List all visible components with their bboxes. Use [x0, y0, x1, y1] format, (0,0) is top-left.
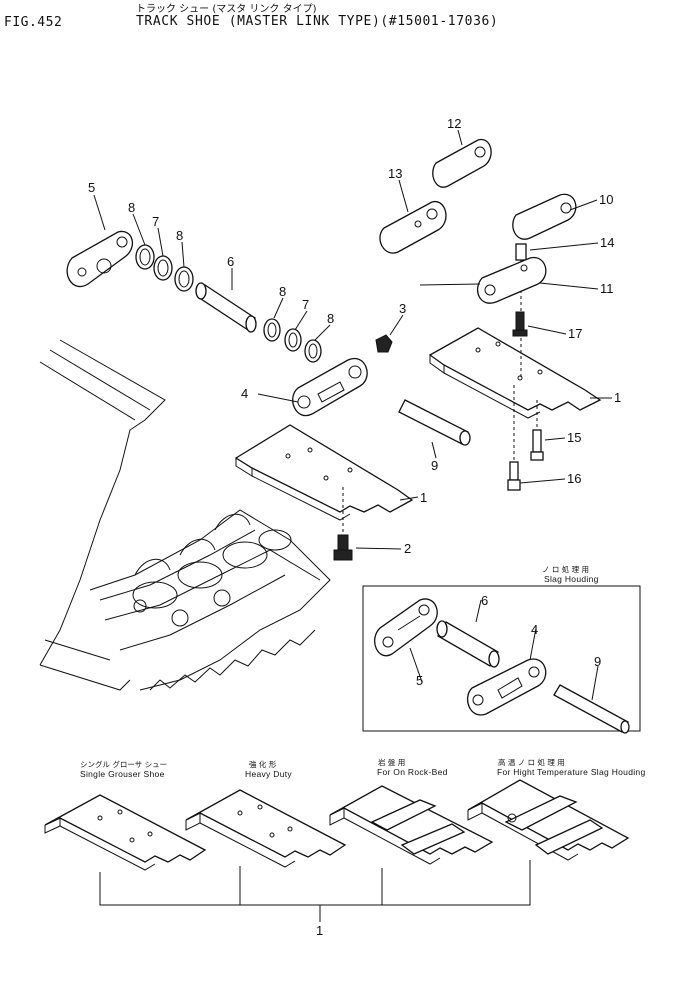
callout-8b: 8	[176, 228, 183, 243]
part-1-shoe-center	[234, 424, 414, 521]
variant-caption-en-4: For Hight Temperature Slag Houding	[497, 767, 646, 777]
part-3-nut	[375, 334, 393, 353]
title-english: TRACK SHOE (MASTER LINK TYPE)(#15001-170…	[136, 14, 499, 29]
inset-callout-5: 5	[416, 673, 423, 688]
part-15-bolt	[530, 400, 544, 461]
callout-8c: 8	[279, 284, 286, 299]
part-7-seal-b	[284, 328, 302, 352]
variant-caption-en-2: Heavy Duty	[245, 769, 292, 779]
shoe-variant-rock-bed	[329, 785, 494, 865]
shoe-variant-single-grouser	[44, 794, 207, 871]
callout-2: 2	[404, 541, 411, 556]
callout-6: 6	[227, 254, 234, 269]
part-8-ring-d	[304, 339, 322, 363]
variant-caption-en-3: For On Rock-Bed	[377, 767, 448, 777]
variant-caption-en-1: Single Grouser Shoe	[80, 769, 165, 779]
callout-13: 13	[388, 166, 402, 181]
callout-9: 9	[431, 458, 438, 473]
part-9-pin	[398, 399, 471, 446]
inset-caption-jp: ノ ロ 処 理 用	[542, 565, 590, 574]
inset-slag-houding: 6 4 5 9	[362, 585, 641, 734]
part-12-link-half	[432, 138, 492, 188]
variant-caption-jp-4: 高 温 ノ ロ 処 理 用	[498, 758, 565, 767]
callout-7b: 7	[302, 297, 309, 312]
callout-5: 5	[88, 180, 95, 195]
part-6-pin	[195, 282, 257, 333]
callout-11: 11	[600, 281, 614, 296]
inset-callout-4: 4	[531, 622, 538, 637]
callout-15: 15	[567, 430, 581, 445]
figure-number: FIG.452	[4, 15, 63, 30]
callout-8a: 8	[128, 200, 135, 215]
part-16-bolt	[507, 385, 521, 491]
part-5-link-half	[66, 230, 134, 287]
variant-caption-jp-3: 岩 盤 用	[378, 758, 406, 767]
callout-8d: 8	[327, 311, 334, 326]
part-17-bolt	[512, 311, 528, 337]
callout-12: 12	[447, 116, 461, 131]
inset-callout-6: 6	[481, 593, 488, 608]
callout-labels: 5 8 7 8 6 8 7 8 3 4 9 1 2 12 13 10 14 11…	[88, 116, 621, 556]
bottom-bracket: 1	[99, 860, 531, 938]
callout-14: 14	[600, 235, 614, 250]
variant-caption-jp-2: 強 化 形	[249, 760, 277, 769]
title-japanese: トラック シュー (マスタ リンク タイプ)	[136, 4, 317, 15]
part-4-master-link	[292, 357, 368, 417]
callout-1-bottom: 1	[316, 923, 323, 938]
part-1-shoe-right	[428, 327, 602, 419]
part-10-link-half	[512, 193, 577, 240]
inset-caption-en: Slag Houding	[544, 574, 599, 584]
callout-1-center: 1	[420, 490, 427, 505]
part-11-link-half	[477, 256, 547, 304]
callout-7a: 7	[152, 214, 159, 229]
callout-4: 4	[241, 386, 248, 401]
track-frame-illustration	[39, 339, 331, 691]
callout-1-right: 1	[614, 390, 621, 405]
part-8-ring-c	[263, 318, 281, 342]
variant-caption-jp-1: シングル グローサ シュー	[80, 760, 168, 769]
callout-17: 17	[568, 326, 582, 341]
shoe-variant-high-temp-slag	[467, 779, 630, 861]
callout-10: 10	[599, 192, 613, 207]
inset-callout-9: 9	[594, 654, 601, 669]
callout-3: 3	[399, 301, 406, 316]
shoe-variant-heavy-duty	[185, 789, 347, 868]
part-2-bolt	[333, 487, 353, 561]
part-13-link-half	[379, 201, 447, 254]
callout-16: 16	[567, 471, 581, 486]
